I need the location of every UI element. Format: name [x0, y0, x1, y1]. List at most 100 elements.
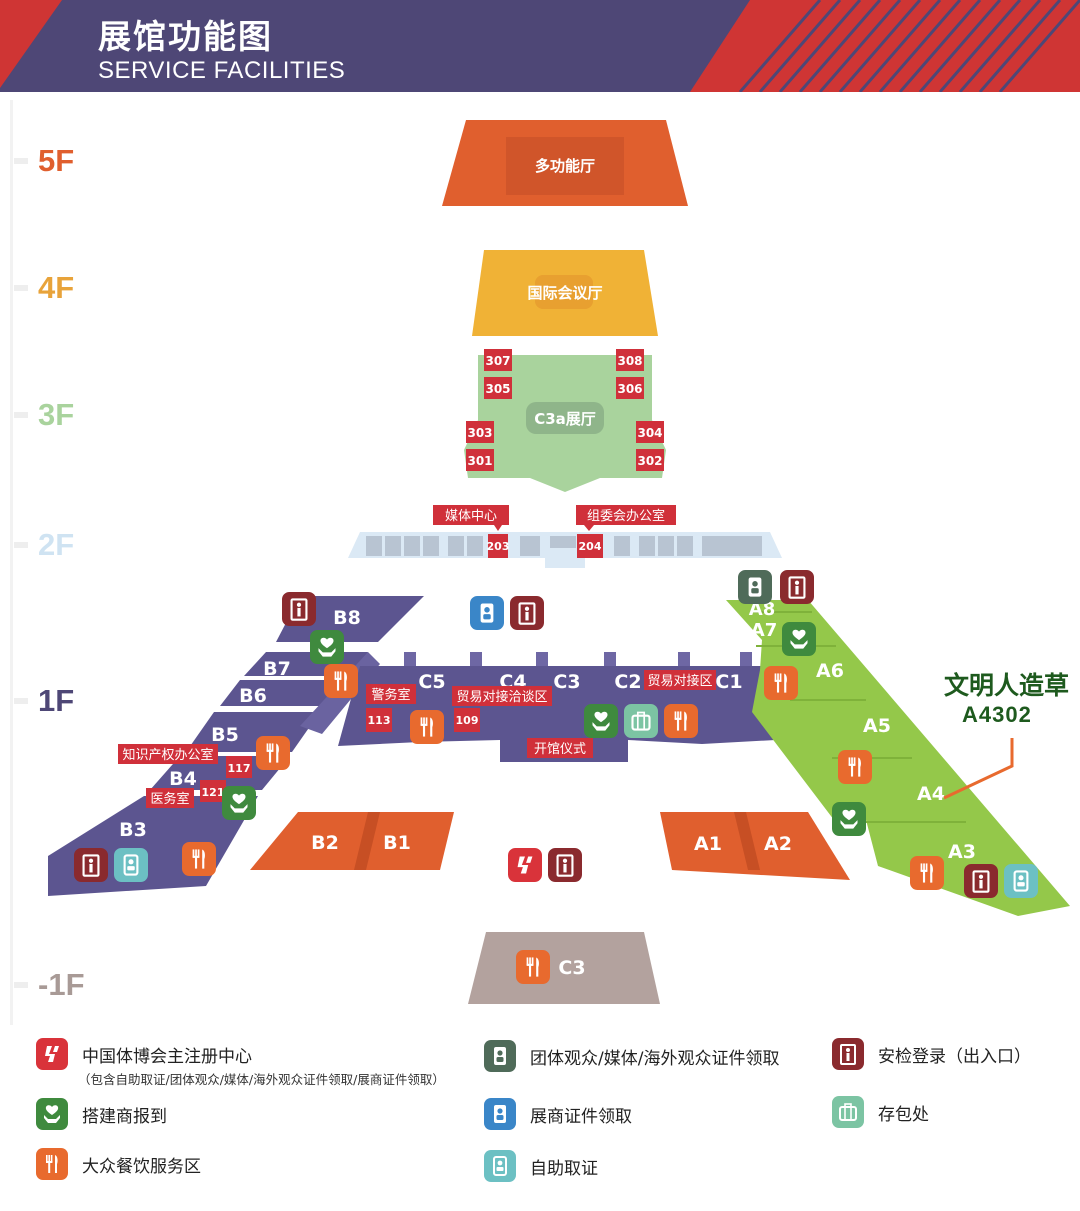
- builder-checkin-icon: [36, 1098, 68, 1130]
- builder-checkin-icon: [832, 802, 866, 836]
- svg-text:303: 303: [467, 426, 492, 440]
- security-gate-icon: [780, 570, 814, 604]
- dining-icon: [36, 1148, 68, 1180]
- security-gate-icon: [510, 596, 544, 630]
- legend-exhibitor-badge: 展商证件领取: [484, 1098, 632, 1130]
- svg-text:203: 203: [487, 540, 510, 553]
- svg-text:媒体中心: 媒体中心: [445, 509, 497, 524]
- pads-b: B2 B1: [250, 812, 454, 870]
- floor-label-4f: 4F: [38, 270, 75, 305]
- hall-a7: A7: [751, 620, 777, 641]
- hall-c2: C2: [614, 671, 641, 693]
- room-204: 204: [577, 534, 603, 558]
- svg-text:开馆仪式: 开馆仪式: [534, 742, 586, 757]
- hall-b7: B7: [263, 658, 291, 680]
- builder-checkin-icon: [782, 622, 816, 656]
- floor-tick: [14, 158, 28, 164]
- room-121: 121: [200, 780, 226, 802]
- svg-text:305: 305: [485, 382, 510, 396]
- annotation-line1: 文明人造草: [944, 671, 1070, 700]
- svg-text:308: 308: [617, 354, 642, 368]
- self-service-icon: [484, 1150, 516, 1182]
- svg-text:警务室: 警务室: [371, 687, 410, 703]
- legend-builder-checkin: 搭建商报到: [36, 1098, 167, 1130]
- self-service-icon: [114, 848, 148, 882]
- room-307: 307: [484, 349, 512, 371]
- legend-registration-sub: （包含自助取证/团体观众/媒体/海外观众证件领取/展商证件领取）: [78, 1072, 445, 1087]
- map-icons: [74, 570, 1038, 984]
- svg-text:304: 304: [637, 426, 662, 440]
- dining-icon: [764, 666, 798, 700]
- svg-text:117: 117: [228, 762, 251, 775]
- dining-icon: [410, 710, 444, 744]
- hall-a4: A4: [917, 783, 945, 805]
- registration-icon: [508, 848, 542, 882]
- room-109: 109: [454, 708, 480, 732]
- dining-icon: [664, 704, 698, 738]
- page-title: 展馆功能图: [98, 17, 273, 56]
- legend-self-service-text: 自助取证: [530, 1159, 598, 1179]
- floor-2f: 媒体中心 203 组委会办公室 204: [348, 505, 782, 568]
- floor-b1: C3: [468, 932, 660, 1004]
- legend-group-badge: 团体观众/媒体/海外观众证件领取: [484, 1040, 779, 1072]
- hall-a5: A5: [863, 715, 891, 737]
- legend-registration: 中国体博会主注册中心: [36, 1038, 252, 1070]
- header-band: [0, 0, 1080, 92]
- media-center-label: 媒体中心: [433, 505, 509, 531]
- legend-builder-checkin-text: 搭建商报到: [82, 1107, 167, 1127]
- legend-luggage-text: 存包处: [878, 1105, 929, 1125]
- hall-b4: B4: [169, 768, 197, 790]
- legend-security-gate: 安检登录（出入口）: [832, 1038, 1031, 1070]
- hall-c1: C1: [715, 671, 742, 693]
- legend-dining-text: 大众餐饮服务区: [82, 1157, 201, 1177]
- security-gate-icon: [832, 1038, 864, 1070]
- security-gate-icon: [74, 848, 108, 882]
- hall-b5: B5: [211, 724, 239, 746]
- svg-text:121: 121: [202, 786, 225, 799]
- trade-negotiation-label: 贸易对接洽谈区: [452, 686, 552, 706]
- room-306: 306: [616, 377, 644, 399]
- builder-checkin-icon: [222, 786, 256, 820]
- svg-text:医务室: 医务室: [150, 791, 189, 807]
- legend-dining: 大众餐饮服务区: [36, 1148, 201, 1180]
- builder-checkin-icon: [310, 630, 344, 664]
- basement-hall-c3: C3: [558, 957, 585, 979]
- medical-room-label: 医务室: [146, 788, 194, 808]
- legend-security-gate-text: 安检登录（出入口）: [878, 1047, 1031, 1067]
- legend-group-badge-text: 团体观众/媒体/海外观众证件领取: [530, 1049, 780, 1069]
- dining-icon: [324, 664, 358, 698]
- hall-b8: B8: [333, 607, 361, 629]
- hall-a8: A8: [749, 599, 775, 620]
- legend-exhibitor-badge-text: 展商证件领取: [530, 1107, 632, 1127]
- svg-text:302: 302: [637, 454, 662, 468]
- hall-c3: C3: [553, 671, 580, 693]
- dining-icon: [182, 842, 216, 876]
- pad-a1: A1: [694, 833, 722, 855]
- svg-text:109: 109: [456, 714, 479, 727]
- svg-text:301: 301: [467, 454, 492, 468]
- svg-text:贸易对接洽谈区: 贸易对接洽谈区: [456, 689, 547, 705]
- svg-text:307: 307: [485, 354, 510, 368]
- room-304: 304: [636, 421, 664, 443]
- group-badge-icon: [484, 1040, 516, 1072]
- room-303: 303: [466, 421, 494, 443]
- floor-tick: [14, 412, 28, 418]
- hall-a6: A6: [816, 660, 844, 682]
- security-gate-icon: [548, 848, 582, 882]
- annotation-pointer: [943, 738, 1014, 800]
- legend-registration-text: 中国体博会主注册中心: [82, 1047, 252, 1067]
- dining-icon: [838, 750, 872, 784]
- floor-5f: 多功能厅: [442, 120, 688, 206]
- room-308: 308: [616, 349, 644, 371]
- group-badge-icon: [738, 570, 772, 604]
- hall-international-conference: 国际会议厅: [527, 284, 602, 302]
- dining-icon: [910, 856, 944, 890]
- room-113: 113: [366, 708, 392, 732]
- floor-tick: [14, 982, 28, 988]
- floor-4f: 国际会议厅: [472, 250, 658, 336]
- page-subtitle: SERVICE FACILITIES: [98, 57, 346, 84]
- hall-c3a: C3a展厅: [534, 410, 596, 428]
- room-302: 302: [636, 449, 664, 471]
- floor-tick: [14, 698, 28, 704]
